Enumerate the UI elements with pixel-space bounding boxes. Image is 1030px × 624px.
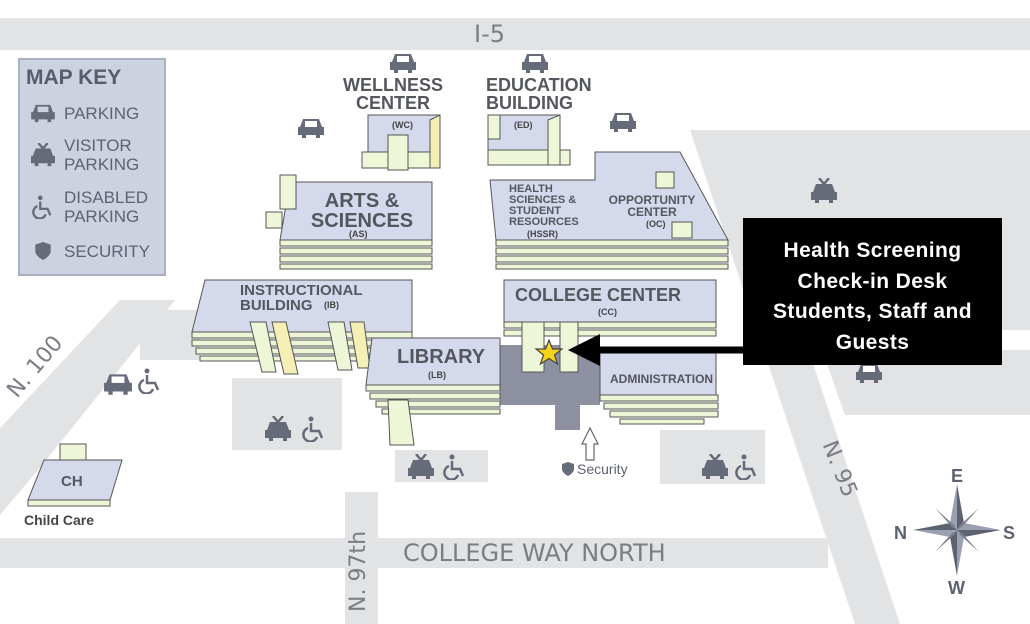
hssr-name-2: SCIENCES & [509,194,577,206]
map-key-row-visitor: VISITOR PARKING [28,136,139,174]
education-name-1: EDUCATION [486,75,592,95]
hssr-label: HEALTH SCIENCES & STUDENT RESOURCES [509,184,579,228]
road-label-i5: I-5 [474,20,506,48]
arts-name-1: ARTS & [324,190,400,212]
opportunity-name-1: OPPORTUNITY [608,193,696,207]
car-icon [856,364,882,383]
map-key: MAP KEY PARKING VISITOR PARKING DISABLED… [18,58,166,276]
compass-north: N [894,523,907,543]
callout-line-3: Students, Staff and [773,300,972,323]
map-key-title: MAP KEY [26,66,122,89]
callout-line-2: Check-in Desk [797,269,948,293]
car-icon [298,119,324,138]
opportunity-code: (OC) [646,219,666,229]
key-security-text: SECURITY [64,241,150,261]
map-key-row-disabled: DISABLED PARKING [28,188,148,226]
car-icon [610,113,636,132]
key-disabled-text-2: PARKING [64,207,140,226]
road-label-college-way: COLLEGE WAY NORTH [403,539,666,567]
wheelchair-icon [28,194,58,220]
hssr-name-3: STUDENT [509,205,561,217]
key-parking-text: PARKING [64,103,140,123]
key-visitor-text-2: PARKING [64,155,140,174]
road-college-way [0,538,828,568]
visitor-car-icon [408,454,434,479]
wellness-center-shape [361,114,441,171]
security-arrow-icon [581,426,599,461]
administration-label: ADMINISTRATION [610,372,714,386]
visitor-car-icon [702,454,728,479]
hssr-name-4: RESOURCES [509,216,579,228]
checkin-star-icon [534,338,564,366]
shield-icon [562,462,574,476]
wellness-center-label: WELLNESS CENTER [343,76,443,112]
child-care-label: Child Care [24,512,95,528]
hssr-code: (HSSR) [527,229,558,239]
ground-left-strip [140,310,200,360]
compass-rose-icon [913,484,1001,576]
arts-name-2: SCIENCES [310,210,414,232]
health-screening-callout: Health Screening Check-in Desk Students,… [743,218,1002,365]
instructional-building-label: INSTRUCTIONAL BUILDING [240,283,363,313]
college-center-label: COLLEGE CENTER [515,285,682,305]
library-shape [365,337,501,446]
key-disabled-text-1: DISABLED [64,188,149,207]
security-label: Security [577,461,628,477]
hssr-name-1: HEALTH [509,183,553,195]
library-code: (LB) [428,370,446,380]
road-n97 [345,492,378,624]
arts-sciences-label: ARTS & SCIENCES [310,191,414,231]
key-visitor-text-1: VISITOR [64,136,132,155]
child-care-shape [27,443,123,507]
road-label-n97: N. 97th [346,530,371,612]
college-center-shape [503,279,717,373]
instructional-name-2: BUILDING [240,297,313,314]
car-icon [390,54,416,73]
road-n95 [690,130,900,624]
opportunity-name-2: CENTER [627,205,677,219]
shield-icon [28,238,58,264]
wheelchair-icon [735,454,757,480]
education-building-label: EDUCATION BUILDING [486,76,592,112]
wellness-name-1: WELLNESS [343,75,444,95]
arts-code: (AS) [349,229,368,239]
wheelchair-icon [302,416,324,442]
education-name-2: BUILDING [486,93,573,113]
education-code: (ED) [514,120,533,130]
car-icon [104,374,132,395]
wheelchair-icon [138,368,160,394]
callout-arrow-head [568,334,600,366]
callout-line-4: Guests [835,330,910,354]
administration-shape [599,347,719,425]
road-i5 [0,18,1030,50]
compass-east: E [951,466,964,486]
college-center-code: (CC) [598,307,617,317]
car-icon [28,100,58,126]
hssr-shape [489,151,729,270]
map-key-row-parking: PARKING [28,100,139,126]
wheelchair-icon [443,454,465,480]
library-label: LIBRARY [397,346,486,368]
visitor-car-icon [28,142,58,168]
compass-south: S [1003,523,1016,543]
instructional-code: (IB) [324,300,339,310]
opportunity-center-label: OPPORTUNITY CENTER [606,194,698,218]
compass-west: W [948,578,965,598]
visitor-car-icon [811,178,837,203]
visitor-car-icon [265,416,291,441]
child-care-code: CH [61,473,83,490]
instructional-building-shape [191,279,413,375]
education-building-shape [487,114,571,166]
instructional-name-1: INSTRUCTIONAL [240,282,363,299]
car-icon [522,54,548,73]
callout-line-1: Health Screening [783,239,962,262]
wellness-name-2: CENTER [355,93,430,113]
arts-sciences-shape [265,174,433,270]
wellness-code: (WC) [392,120,413,130]
map-key-row-security: SECURITY [28,238,150,264]
